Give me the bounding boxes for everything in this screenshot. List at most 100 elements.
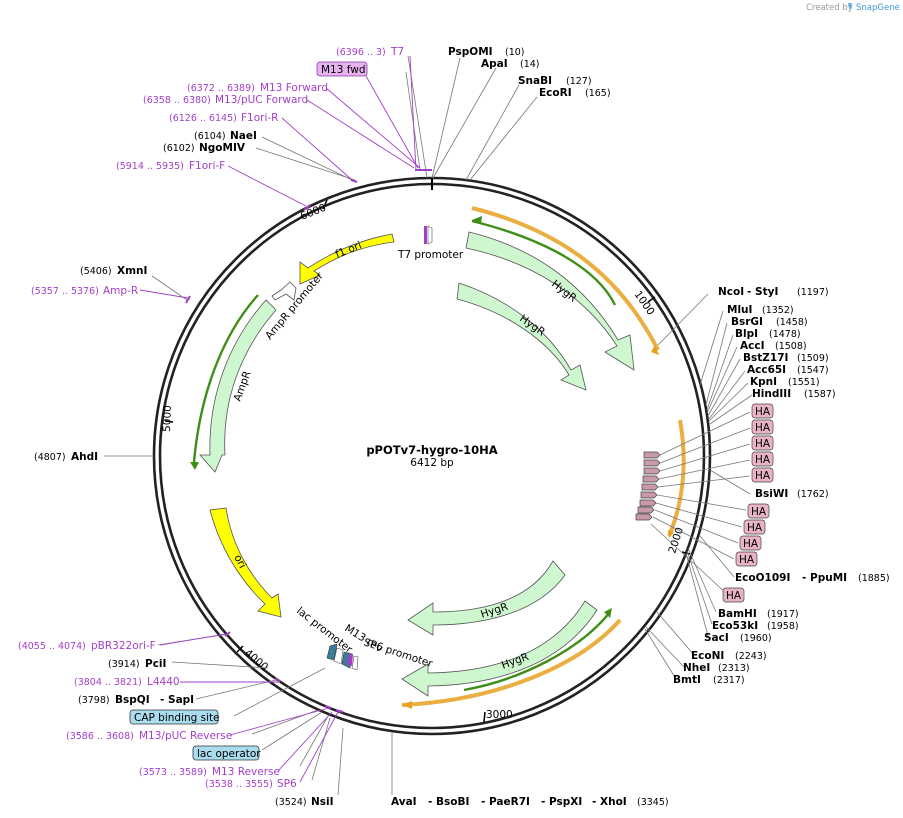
- ampr-promoter-feature: AmpR promoter: [263, 270, 326, 342]
- enzyme-ava-group-pos: (3345): [637, 797, 669, 808]
- primer-m13-puc-forward-name: M13/pUC Forward: [215, 94, 308, 106]
- enzyme-pspomi: PspOMI: [448, 46, 493, 58]
- ha-label-5: HA: [755, 470, 771, 482]
- ha-label-8: HA: [743, 538, 759, 550]
- primer-m13-reverse-name: M13 Reverse: [212, 766, 280, 778]
- enzyme-ngomiv-pos: (6102): [163, 143, 195, 154]
- enzyme-bspqi: BspQI: [115, 694, 150, 706]
- primer-amp-r-range: (5357 .. 5376): [31, 286, 99, 297]
- lac-cluster: lac promoter M13 rev SP6 promoter: [294, 605, 435, 671]
- enzyme-bmti-pos: (2317): [713, 675, 745, 686]
- enzyme-styi: - StyI: [747, 286, 778, 298]
- enzyme-bsrgi-pos: (1458): [776, 317, 808, 328]
- enzyme-kpni: KpnI: [750, 376, 777, 388]
- cap-binding-site-box: CAP binding site: [129, 709, 220, 725]
- enzyme-ppumi-name: PpuMI: [810, 572, 847, 584]
- enzyme-bstz17i: BstZ17I: [743, 352, 788, 364]
- enzyme-saci: SacI: [704, 632, 729, 644]
- ha-label-2: HA: [755, 422, 771, 434]
- enzyme-kpni-pos: (1551): [788, 377, 820, 388]
- enzyme-bsobi-name: BsoBI: [436, 796, 469, 808]
- m13-fwd-box: M13 fwd: [316, 61, 368, 77]
- snapgene-logo-icon: [848, 3, 852, 11]
- primer-l4440-range: (3804 .. 3821): [74, 677, 142, 688]
- enzyme-xhoi: - XhoI: [592, 796, 627, 808]
- primer-f1ori-f-name: F1ori-F: [189, 160, 225, 172]
- enzyme-hindiii-pos: (1587): [804, 389, 836, 400]
- primer-l4440-name: L4440: [147, 676, 180, 688]
- enzyme-xmni: XmnI: [117, 265, 147, 277]
- ampr-promoter-label: AmpR promoter: [263, 270, 326, 342]
- enzyme-hindiii: HindIII: [752, 388, 791, 400]
- primer-f1ori-f-range: (5914 .. 5935): [116, 161, 184, 172]
- ha-label-boxes: [722, 403, 774, 603]
- enzyme-xhoi-name: XhoI: [600, 796, 627, 808]
- ha-label-3: HA: [755, 438, 771, 450]
- primer-leader-lines: [139, 55, 421, 783]
- tick-label-4000: 4000: [242, 647, 270, 673]
- primer-f1ori-r-range: (6126 .. 6145): [169, 113, 237, 124]
- enzyme-labels: PspOMI (10) ApaI (14) SnaBI (127) EcoRI …: [34, 46, 890, 808]
- ha-label-7: HA: [747, 522, 763, 534]
- tick-label-5000: 5000: [161, 405, 174, 432]
- primer-pbr322ori-f-name: pBR322ori-F: [91, 640, 156, 652]
- enzyme-bspqi-pos: (3798): [78, 695, 110, 706]
- enzyme-ngomiv: NgoMIV: [199, 142, 246, 154]
- primer-sp6-name: SP6: [277, 778, 297, 790]
- ori-feature: ori: [209, 507, 282, 618]
- enzyme-acci: AccI: [740, 340, 764, 352]
- enzyme-sapi-name: SapI: [168, 694, 194, 706]
- enzyme-xmni-pos: (5406): [80, 266, 112, 277]
- enzyme-eco53ki-pos: (1958): [767, 621, 799, 632]
- ha-label-6: HA: [751, 506, 767, 518]
- primer-labels: (6396 .. 3) T7 (6372 .. 6389) M13 Forwar…: [18, 46, 404, 790]
- enzyme-pspxi: - PspXI: [541, 796, 582, 808]
- lac-operator-box: lac operator: [192, 745, 261, 761]
- enzyme-eco53ki: Eco53kI: [712, 620, 758, 632]
- enzyme-naei-pos: (6104): [194, 131, 226, 142]
- enzyme-ecori-pos: (165): [585, 88, 611, 99]
- enzyme-nhei: NheI: [683, 662, 710, 674]
- enzyme-avai: AvaI: [391, 796, 417, 808]
- f1-ori-label: f1 ori: [334, 239, 364, 260]
- enzyme-pspomi-pos: (10): [505, 47, 525, 58]
- enzyme-pspxi-name: PspXI: [549, 796, 582, 808]
- enzyme-saci-pos: (1960): [740, 633, 772, 644]
- enzyme-ahdi-pos: (4807): [34, 452, 66, 463]
- enzyme-styi-name: StyI: [755, 286, 778, 298]
- enzyme-blpi-pos: (1478): [769, 329, 801, 340]
- ha-tag-arrows: [635, 451, 661, 521]
- leader-lines: [104, 55, 753, 796]
- primer-amp-r-name: Amp-R: [103, 285, 138, 297]
- enzyme-econi-pos: (2243): [735, 651, 767, 662]
- sp6-promoter-label: SP6 promoter: [362, 636, 435, 670]
- primer-m13-puc-reverse-name: M13/pUC Reverse: [139, 730, 232, 742]
- enzyme-pcii: PciI: [145, 658, 166, 670]
- primer-m13-reverse-range: (3573 .. 3589): [139, 767, 207, 778]
- ha-label-4: HA: [755, 454, 771, 466]
- enzyme-acc65i-pos: (1547): [797, 365, 829, 376]
- ha-label-texts: HA HA HA HA HA HA HA HA HA HA: [726, 406, 771, 602]
- enzyme-snabi: SnaBI: [518, 75, 552, 87]
- t7-promoter-feature: T7 promoter: [397, 225, 464, 261]
- enzyme-bamhi: BamHI: [718, 608, 757, 620]
- primer-m13-puc-reverse-range: (3586 .. 3608): [66, 731, 134, 742]
- enzyme-ahdi: AhdI: [71, 451, 98, 463]
- primer-m13-forward-name: M13 Forward: [260, 82, 328, 94]
- enzyme-mlui: MluI: [727, 304, 752, 316]
- enzyme-nsii: NsiI: [311, 796, 334, 808]
- enzyme-pcii-pos: (3914): [108, 659, 140, 670]
- tick-label-3000: 3000: [486, 709, 513, 721]
- primer-pbr322ori-f-range: (4055 .. 4074): [18, 641, 86, 652]
- primer-m13-forward-range: (6372 .. 6389): [187, 83, 255, 94]
- orf-highlights: [401, 206, 686, 709]
- lac-operator-label: lac operator: [197, 748, 261, 760]
- enzyme-ecoo109i-pos: (1885): [858, 573, 890, 584]
- enzyme-bstz17i-pos: (1509): [797, 353, 829, 364]
- enzyme-naei: NaeI: [230, 130, 257, 142]
- enzyme-bsiwi-pos: (1762): [797, 489, 829, 500]
- enzyme-acc65i: Acc65I: [747, 364, 786, 376]
- enzyme-ncoi: NcoI: [718, 286, 744, 298]
- primer-f1ori-r-name: F1ori-R: [241, 112, 278, 124]
